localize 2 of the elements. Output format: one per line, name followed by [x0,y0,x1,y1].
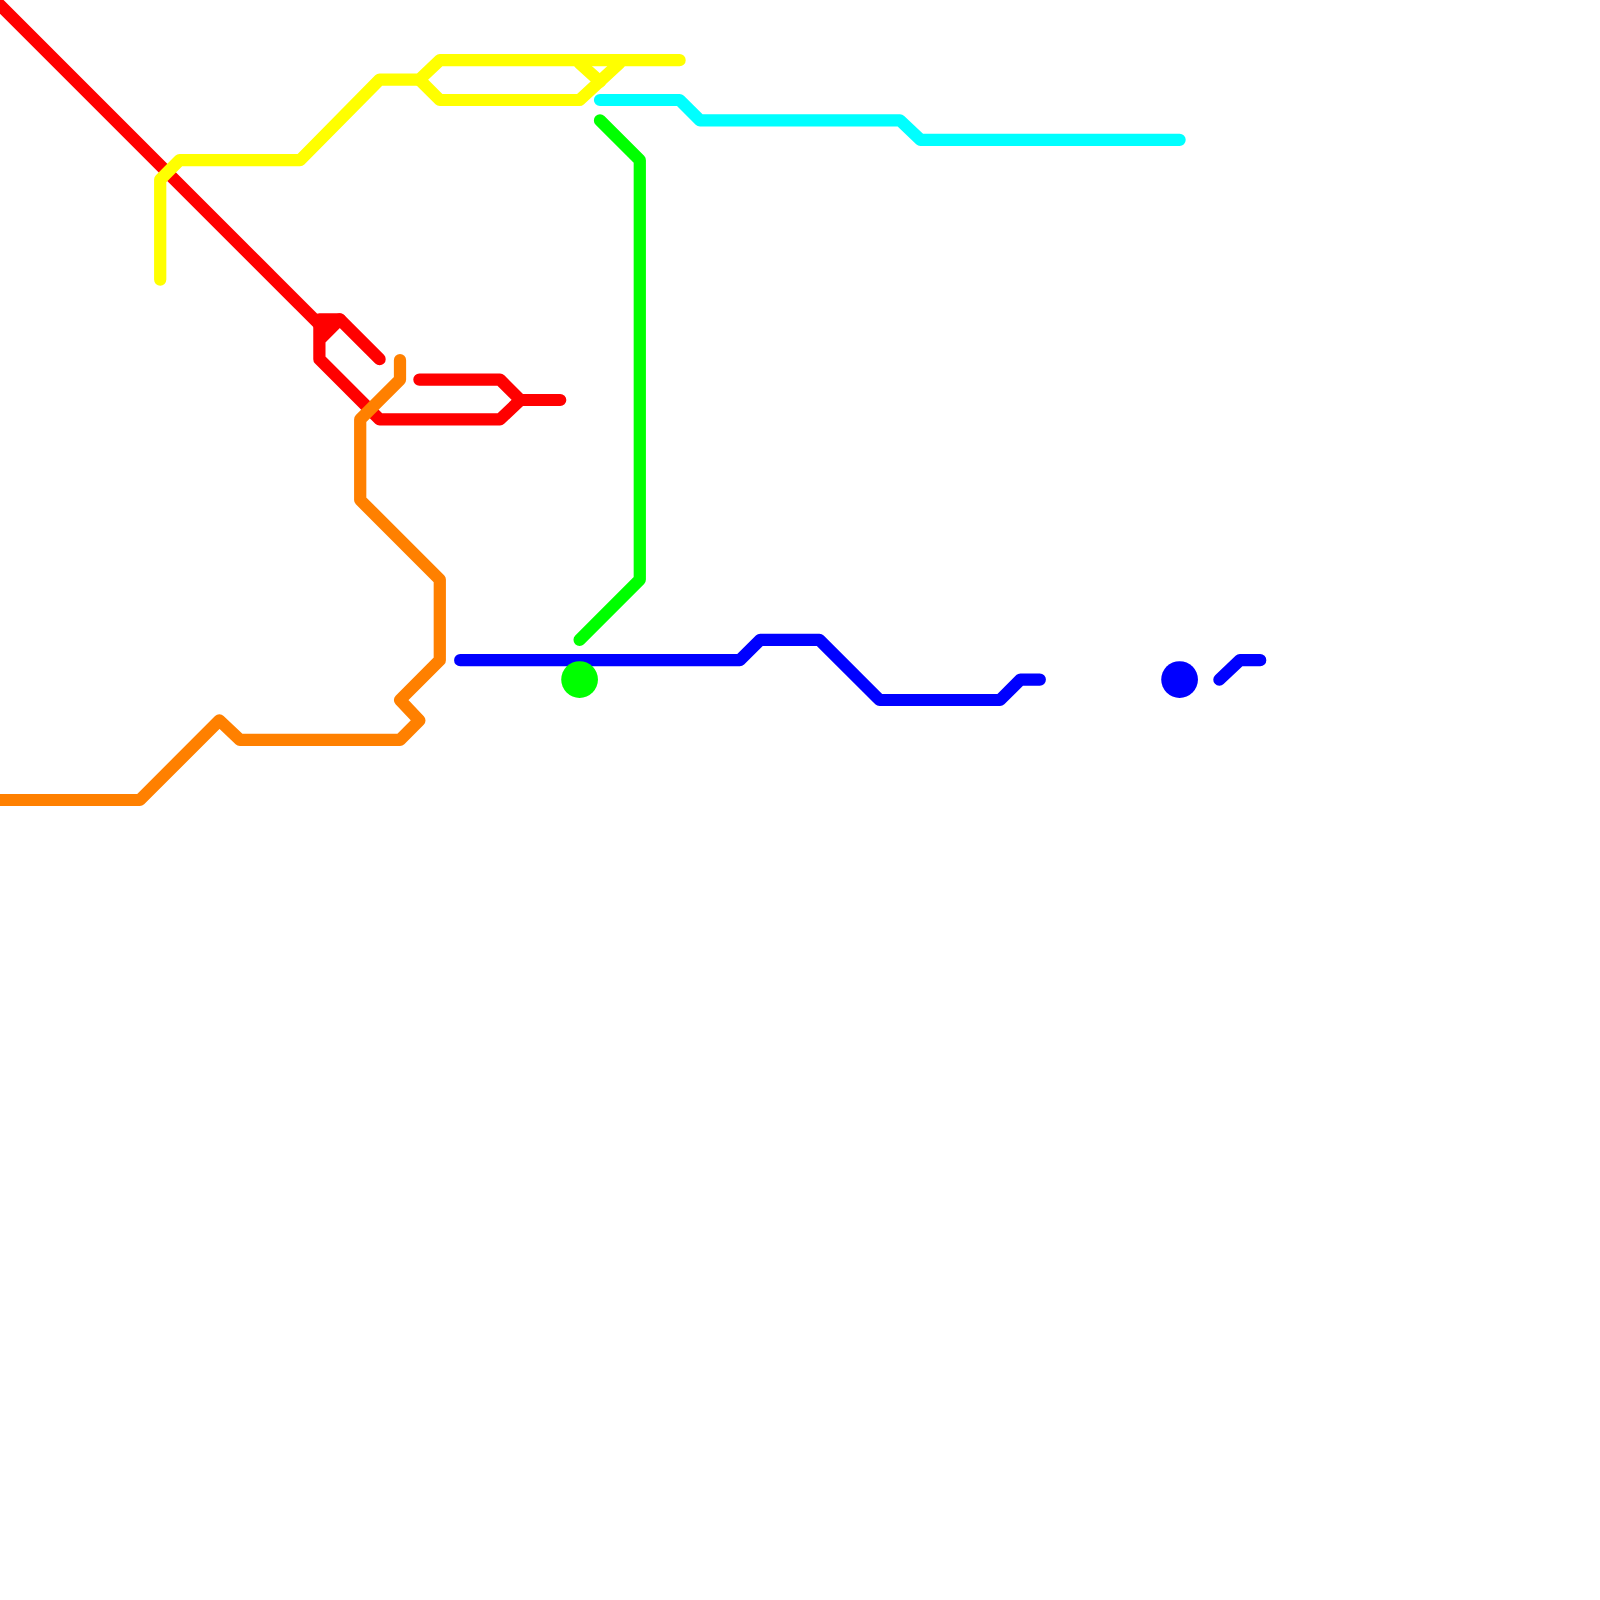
station-dot [1161,661,1198,698]
station-dot [561,661,598,698]
